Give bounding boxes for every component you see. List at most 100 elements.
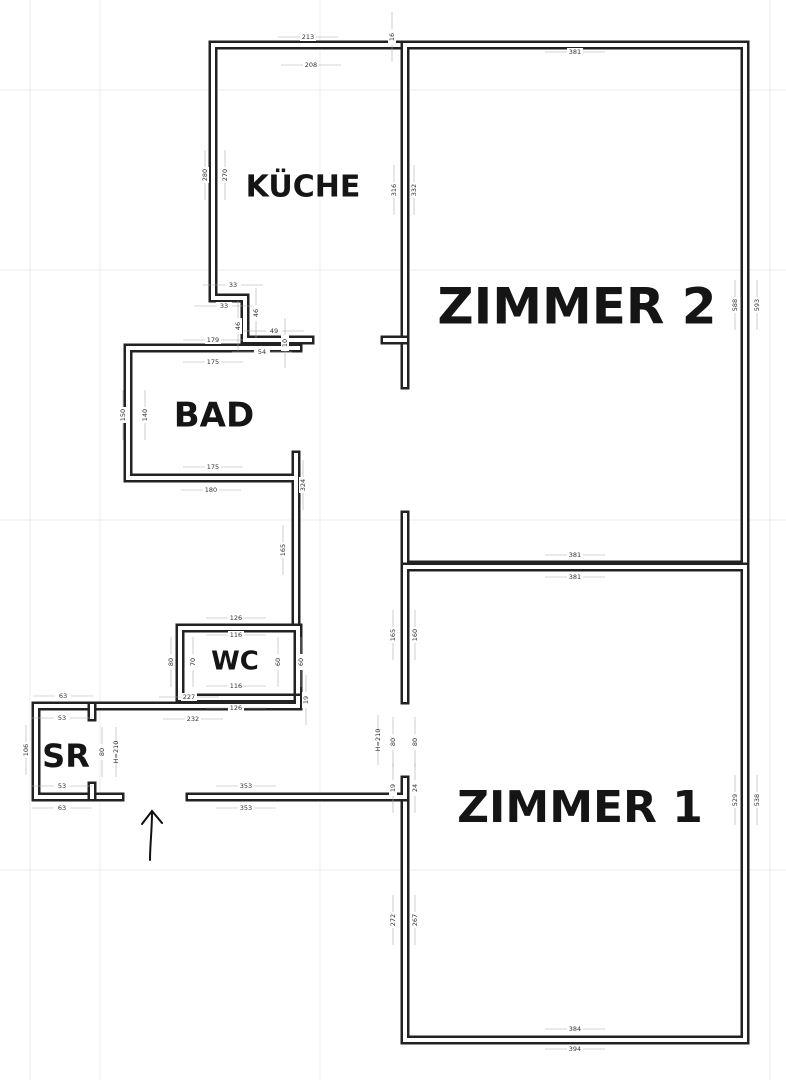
dimension-label-bg [731, 297, 739, 313]
dimension-label-bg [411, 627, 419, 643]
dimension-label-bg [731, 792, 739, 808]
dimension-lines [25, 12, 758, 1050]
dimension-label-bg [274, 654, 282, 670]
dimension-label-bg [297, 654, 305, 670]
dimension-label: 24 [411, 784, 419, 792]
dimension-label-bg [303, 61, 319, 69]
dimension-label-bg [389, 734, 397, 750]
dimension-label-bg [221, 167, 229, 183]
dimension-label-bg [54, 804, 70, 812]
dimension-label: 126 [230, 614, 242, 622]
dimension-label: 165 [279, 544, 287, 556]
dimension-label-bg [228, 631, 244, 639]
dimension-label-bg [112, 744, 120, 760]
dimension-label: 116 [230, 631, 242, 639]
dimension-label: 280 [201, 169, 209, 181]
dimension-label-bg [55, 692, 71, 700]
dimension-label: 60 [274, 658, 282, 666]
dimension-label-bg [567, 573, 583, 581]
dimension-label: 19 [389, 784, 397, 792]
dimension-label: 46 [252, 309, 260, 317]
dimension-label: 593 [753, 299, 761, 311]
dimension-label-bg [228, 704, 244, 712]
dimension-label: 19 [302, 696, 310, 704]
dimension-label-bg [189, 654, 197, 670]
dimension-label: 324 [299, 479, 307, 491]
dimension-label: 588 [731, 299, 739, 311]
dimension-label-bg [238, 782, 254, 790]
dimension-label-bg [22, 742, 30, 758]
dimension-label: 80 [167, 658, 175, 666]
dimension-label: 63 [58, 804, 66, 812]
dimension-label-bg [299, 477, 307, 493]
dimension-label: 80 [411, 738, 419, 746]
dimension-label-bg [390, 182, 398, 198]
room-label-zimmer-2: ZIMMER 2 [437, 278, 716, 336]
dimension-label-bg [228, 614, 244, 622]
wall-segment [211, 43, 407, 342]
dimension-label: 332 [410, 184, 418, 196]
dimension-label: 80 [98, 748, 106, 756]
dimension-label: 381 [569, 573, 581, 581]
dimension-label: 179 [207, 336, 219, 344]
dimension-label: 150 [119, 409, 127, 421]
dimension-label-bg [411, 912, 419, 928]
dimension-label-bg [205, 336, 221, 344]
dimension-label-bg [753, 792, 761, 808]
dimension-label: 316 [390, 184, 398, 196]
dimension-label: 160 [411, 629, 419, 641]
dimension-label: H=210 [374, 729, 382, 752]
arrow-up-icon [141, 809, 163, 861]
dimension-label: 16 [388, 33, 396, 41]
dimension-label-bg [254, 348, 270, 356]
dimension-label: 175 [207, 358, 219, 366]
dimension-label-bg [302, 692, 310, 708]
dimension-label: 33 [229, 281, 237, 289]
dimension-label: 80 [389, 738, 397, 746]
dimension-label-bg [205, 358, 221, 366]
dimension-label-bg [389, 627, 397, 643]
dimension-label: 272 [389, 914, 397, 926]
dimension-label: 213 [302, 33, 314, 41]
dimension-label-bg [225, 281, 241, 289]
room-label-zimmer-1: ZIMMER 1 [457, 782, 703, 833]
dimension-label: 70 [189, 658, 197, 666]
dimension-label: 232 [187, 715, 199, 723]
dimension-label: 353 [240, 804, 252, 812]
dimension-label: 538 [753, 794, 761, 806]
dimension-label-bg [753, 297, 761, 313]
dimension-label-bg [185, 715, 201, 723]
dimension-label-bg [119, 407, 127, 423]
dimension-label: 175 [207, 463, 219, 471]
dimension-label-bg [98, 744, 106, 760]
dimension-label: 49 [270, 327, 278, 335]
dimension-label-bg [141, 407, 149, 423]
dimension-label: H=210 [112, 741, 120, 764]
dimension-label: 394 [569, 1045, 581, 1053]
dimension-label: 33 [220, 302, 228, 310]
dimension-label-bg [567, 48, 583, 56]
dimension-label: 270 [221, 169, 229, 181]
dimension-label-bg [201, 167, 209, 183]
room-label-wc: WC [211, 647, 259, 677]
dimension-label: 106 [22, 744, 30, 756]
dimension-label-bg [410, 182, 418, 198]
dimension-label: 267 [411, 914, 419, 926]
dimension-label-bg [167, 654, 175, 670]
dimension-label: 227 [183, 693, 195, 701]
dimension-label: 353 [240, 782, 252, 790]
dimension-label-bg [205, 463, 221, 471]
dimension-label: 10 [281, 339, 289, 347]
dimension-label: 63 [59, 692, 67, 700]
walls [31, 40, 750, 1045]
room-label-sr: SR [42, 737, 90, 775]
dimension-label: 529 [731, 794, 739, 806]
dimension-label-bg [279, 542, 287, 558]
dimension-label-bg [389, 780, 397, 796]
dimension-label: 46 [234, 322, 242, 330]
dimension-label-bg [300, 33, 316, 41]
dimension-label: 60 [297, 658, 305, 666]
